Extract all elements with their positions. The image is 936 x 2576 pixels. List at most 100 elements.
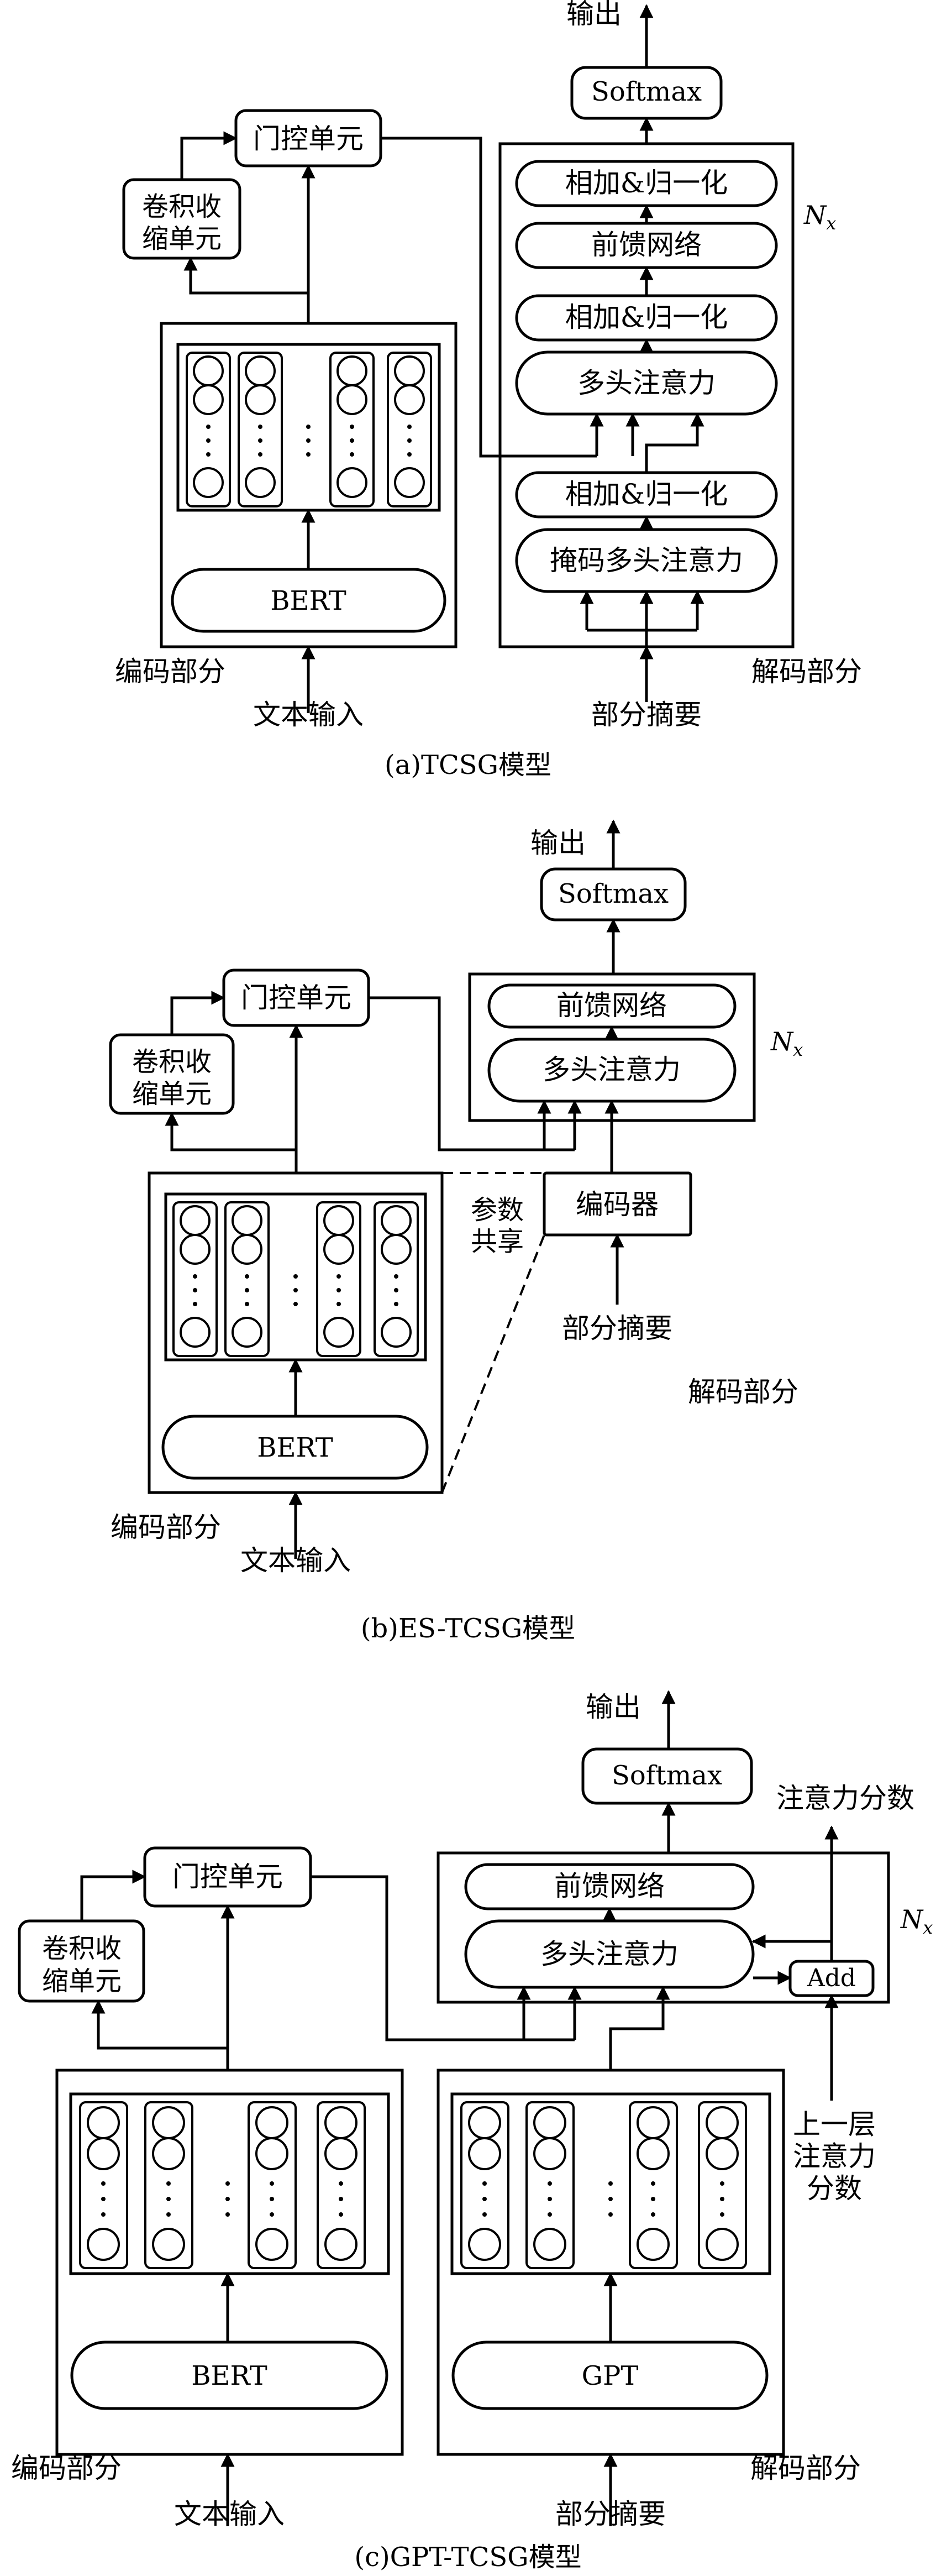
conv-unit-label-1: 卷积收 [132,1046,212,1077]
gate-unit-label: 门控单元 [253,123,364,155]
decoder-multihead-box: 多头注意力 [487,1038,737,1103]
repeat-sub: x [826,213,836,234]
repeat-label: Nx [770,1027,803,1060]
decoder-token-column [460,2101,509,2269]
encoder-token-column [316,1201,361,1357]
decoder-addnorm-label: 相加&归一化 [565,301,728,333]
decoder-addnorm-box: 相加&归一化 [515,294,778,342]
decoder-token-column [525,2101,575,2269]
softmax-label: Softmax [612,1760,722,1791]
decoder-multihead-label: 多头注意力 [540,1938,679,1970]
prev-attention-label-2: 注意力 [793,2140,876,2172]
decoder-section-label: 解码部分 [751,656,862,688]
decoder-multihead-label: 多头注意力 [577,367,716,399]
encoder-token-column [186,352,231,507]
gpt-box: GPT [451,2341,769,2410]
shared-encoder-box: 编码器 [543,1171,692,1237]
param-share-label-2: 共享 [471,1226,524,1257]
diagram-a-tcsg: 输出 Softmax 门控单元 卷积收 缩单元 [115,0,862,781]
bert-box: BERT [70,2341,388,2410]
bert-label: BERT [270,585,346,616]
decoder-feedforward-box: 前馈网络 [515,222,778,269]
encoder-token-column [387,352,432,507]
decoder-multihead-box: 多头注意力 [464,1919,755,1989]
prev-attention-label-1: 上一层 [793,2108,876,2140]
conv-unit-label-1: 卷积收 [142,191,222,222]
encoder-token-column [238,352,283,507]
decoder-token-column [629,2101,678,2269]
encoder-token-column [79,2101,128,2269]
decoder-addnorm-label: 相加&归一化 [565,478,728,510]
gpt-label: GPT [582,2360,639,2391]
bert-encoder-stack [176,343,441,512]
shared-encoder-label: 编码器 [576,1188,659,1221]
summary-input-label: 部分摘要 [555,2498,666,2530]
summary-input-label: 部分摘要 [562,1312,672,1344]
encoder-ellipsis [306,425,311,457]
decoder-feedforward-label: 前馈网络 [591,229,702,261]
summary-input-label: 部分摘要 [591,699,702,731]
decoder-multihead-box: 多头注意力 [515,350,778,416]
param-share-label-1: 参数 [471,1195,524,1226]
decoder-feedforward-label: 前馈网络 [554,1870,665,1902]
attention-score-label: 注意力分数 [776,1782,914,1814]
decoder-addnorm-box: 相加&归一化 [515,471,778,519]
decoder-section-label: 解码部分 [688,1376,798,1408]
encoder-token-column [248,2101,297,2269]
decoder-addnorm-label: 相加&归一化 [565,167,728,199]
conv-unit-box: 卷积收 缩单元 [109,1033,235,1115]
gate-unit-box: 门控单元 [234,109,382,167]
text-input-label: 文本输入 [174,2498,285,2530]
encoder-section-label: 编码部分 [11,2452,122,2484]
decoder-section-label: 解码部分 [750,2452,861,2484]
diagram-b-es-tcsg: 输出 Softmax 门控单元 卷积收 缩单元 [109,819,803,1644]
add-op-box: Add [788,1960,875,1997]
bert-encoder-stack [164,1192,427,1362]
encoder-ellipsis [293,1274,298,1306]
output-label: 输出 [566,0,622,30]
decoder-masked-multihead-box: 掩码多头注意力 [515,528,778,593]
text-input-label: 文本输入 [253,699,364,731]
decoder-feedforward-label: 前馈网络 [556,989,667,1022]
decoder-feedforward-box: 前馈网络 [487,983,737,1029]
decoder-masked-multihead-label: 掩码多头注意力 [550,544,743,577]
encoder-token-column [172,1201,218,1357]
repeat-n: N [770,1027,794,1056]
decoder-token-column [698,2101,747,2269]
encoder-token-column [144,2101,193,2269]
encoder-token-column [224,1201,270,1357]
encoder-token-column [329,352,375,507]
output-label: 输出 [586,1691,641,1723]
repeat-label: Nx [900,1904,933,1938]
conv-unit-label-2: 缩单元 [142,223,222,254]
repeat-sub: x [793,1039,803,1060]
gate-unit-label: 门控单元 [172,1861,283,1893]
decoder-multihead-label: 多头注意力 [543,1054,681,1086]
decoder-feedforward-box: 前馈网络 [464,1863,755,1910]
gpt-decoder-stack [450,2092,771,2275]
encoder-token-column [374,1201,419,1357]
conv-unit-box: 卷积收 缩单元 [122,178,241,260]
diagram-c-gpt-tcsg: 输出 Softmax 注意力分数 门控单元 卷积收 缩单元 [11,1690,933,2573]
softmax-label: Softmax [558,878,669,909]
text-input-label: 文本输入 [240,1544,351,1577]
conv-unit-label-2: 缩单元 [132,1078,212,1109]
gate-unit-label: 门控单元 [241,982,351,1014]
add-op-label: Add [807,1964,856,1992]
repeat-n: N [803,200,827,230]
encoder-section-label: 编码部分 [115,656,225,688]
prev-attention-label-3: 分数 [807,2172,862,2205]
decoder-addnorm-box: 相加&归一化 [515,160,778,207]
softmax-box: Softmax [570,66,723,120]
bert-box: BERT [161,1415,429,1480]
decoder-ellipsis [608,2181,613,2217]
softmax-label: Softmax [591,76,702,107]
caption-c: (c)GPT-TCSG模型 [354,2542,581,2573]
softmax-box: Softmax [540,867,687,922]
softmax-box: Softmax [581,1747,753,1805]
conv-unit-box: 卷积收 缩单元 [18,1919,145,2003]
bert-label: BERT [257,1432,333,1463]
conv-unit-label-2: 缩单元 [42,1966,122,1997]
bert-label: BERT [191,2360,267,2391]
repeat-sub: x [923,1917,933,1938]
